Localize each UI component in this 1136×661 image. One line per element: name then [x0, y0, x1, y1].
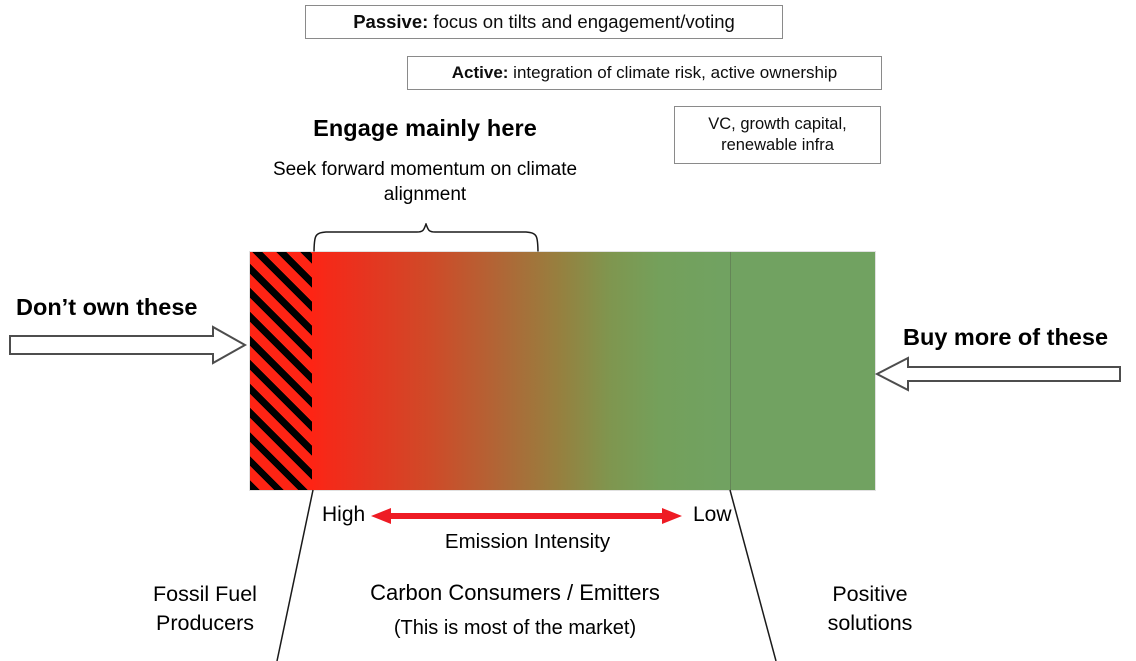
callout-passive-text: Passive: focus on tilts and engagement/v… — [353, 10, 735, 33]
leader-line-positive — [729, 489, 777, 661]
positive-solutions-divider — [730, 252, 731, 490]
label-carbon-subtitle: (This is most of the market) — [393, 616, 637, 639]
callout-passive-lead: Passive: — [353, 11, 429, 33]
callout-vc-line2: renewable infra — [721, 136, 834, 154]
label-positive-solutions: Positive solutions — [827, 582, 913, 636]
engage-heading: Engage mainly here — [313, 115, 537, 141]
callout-passive: Passive: focus on tilts and engagement/v… — [305, 5, 783, 39]
callout-active: Active: integration of climate risk, act… — [407, 56, 882, 90]
callout-active-text: Active: integration of climate risk, act… — [452, 62, 838, 83]
axis-label-low: Low — [693, 503, 732, 526]
buy-more-of-these-label: Buy more of these — [903, 324, 1109, 350]
callout-active-rest: integration of climate risk, active owne… — [508, 63, 838, 83]
dont-own-these-label: Don’t own these — [16, 294, 198, 320]
callout-vc-line1: VC, growth capital, — [708, 115, 847, 134]
label-carbon-title: Carbon Consumers / Emitters — [370, 580, 660, 605]
callout-venture-capital: VC, growth capital, renewable infra — [674, 106, 881, 164]
emission-intensity-double-arrow-icon — [371, 508, 682, 524]
buy-more-arrow-icon — [874, 356, 1121, 392]
engage-subheading: Seek forward momentum on climate alignme… — [272, 159, 578, 206]
axis-label-high: High — [322, 503, 366, 526]
fossil-fuel-hatched-zone — [250, 252, 312, 490]
axis-caption-emission-intensity: Emission Intensity — [444, 530, 611, 553]
dont-own-arrow-icon — [9, 325, 248, 365]
callout-passive-rest: focus on tilts and engagement/voting — [428, 11, 735, 33]
engagement-span-brace — [313, 223, 539, 255]
callout-active-lead: Active: — [451, 63, 509, 83]
label-fossil-fuel-producers: Fossil Fuel Producers — [153, 582, 257, 636]
emission-intensity-spectrum-bar — [250, 252, 875, 490]
label-carbon-consumers: Carbon Consumers / Emitters (This is mos… — [330, 578, 700, 642]
